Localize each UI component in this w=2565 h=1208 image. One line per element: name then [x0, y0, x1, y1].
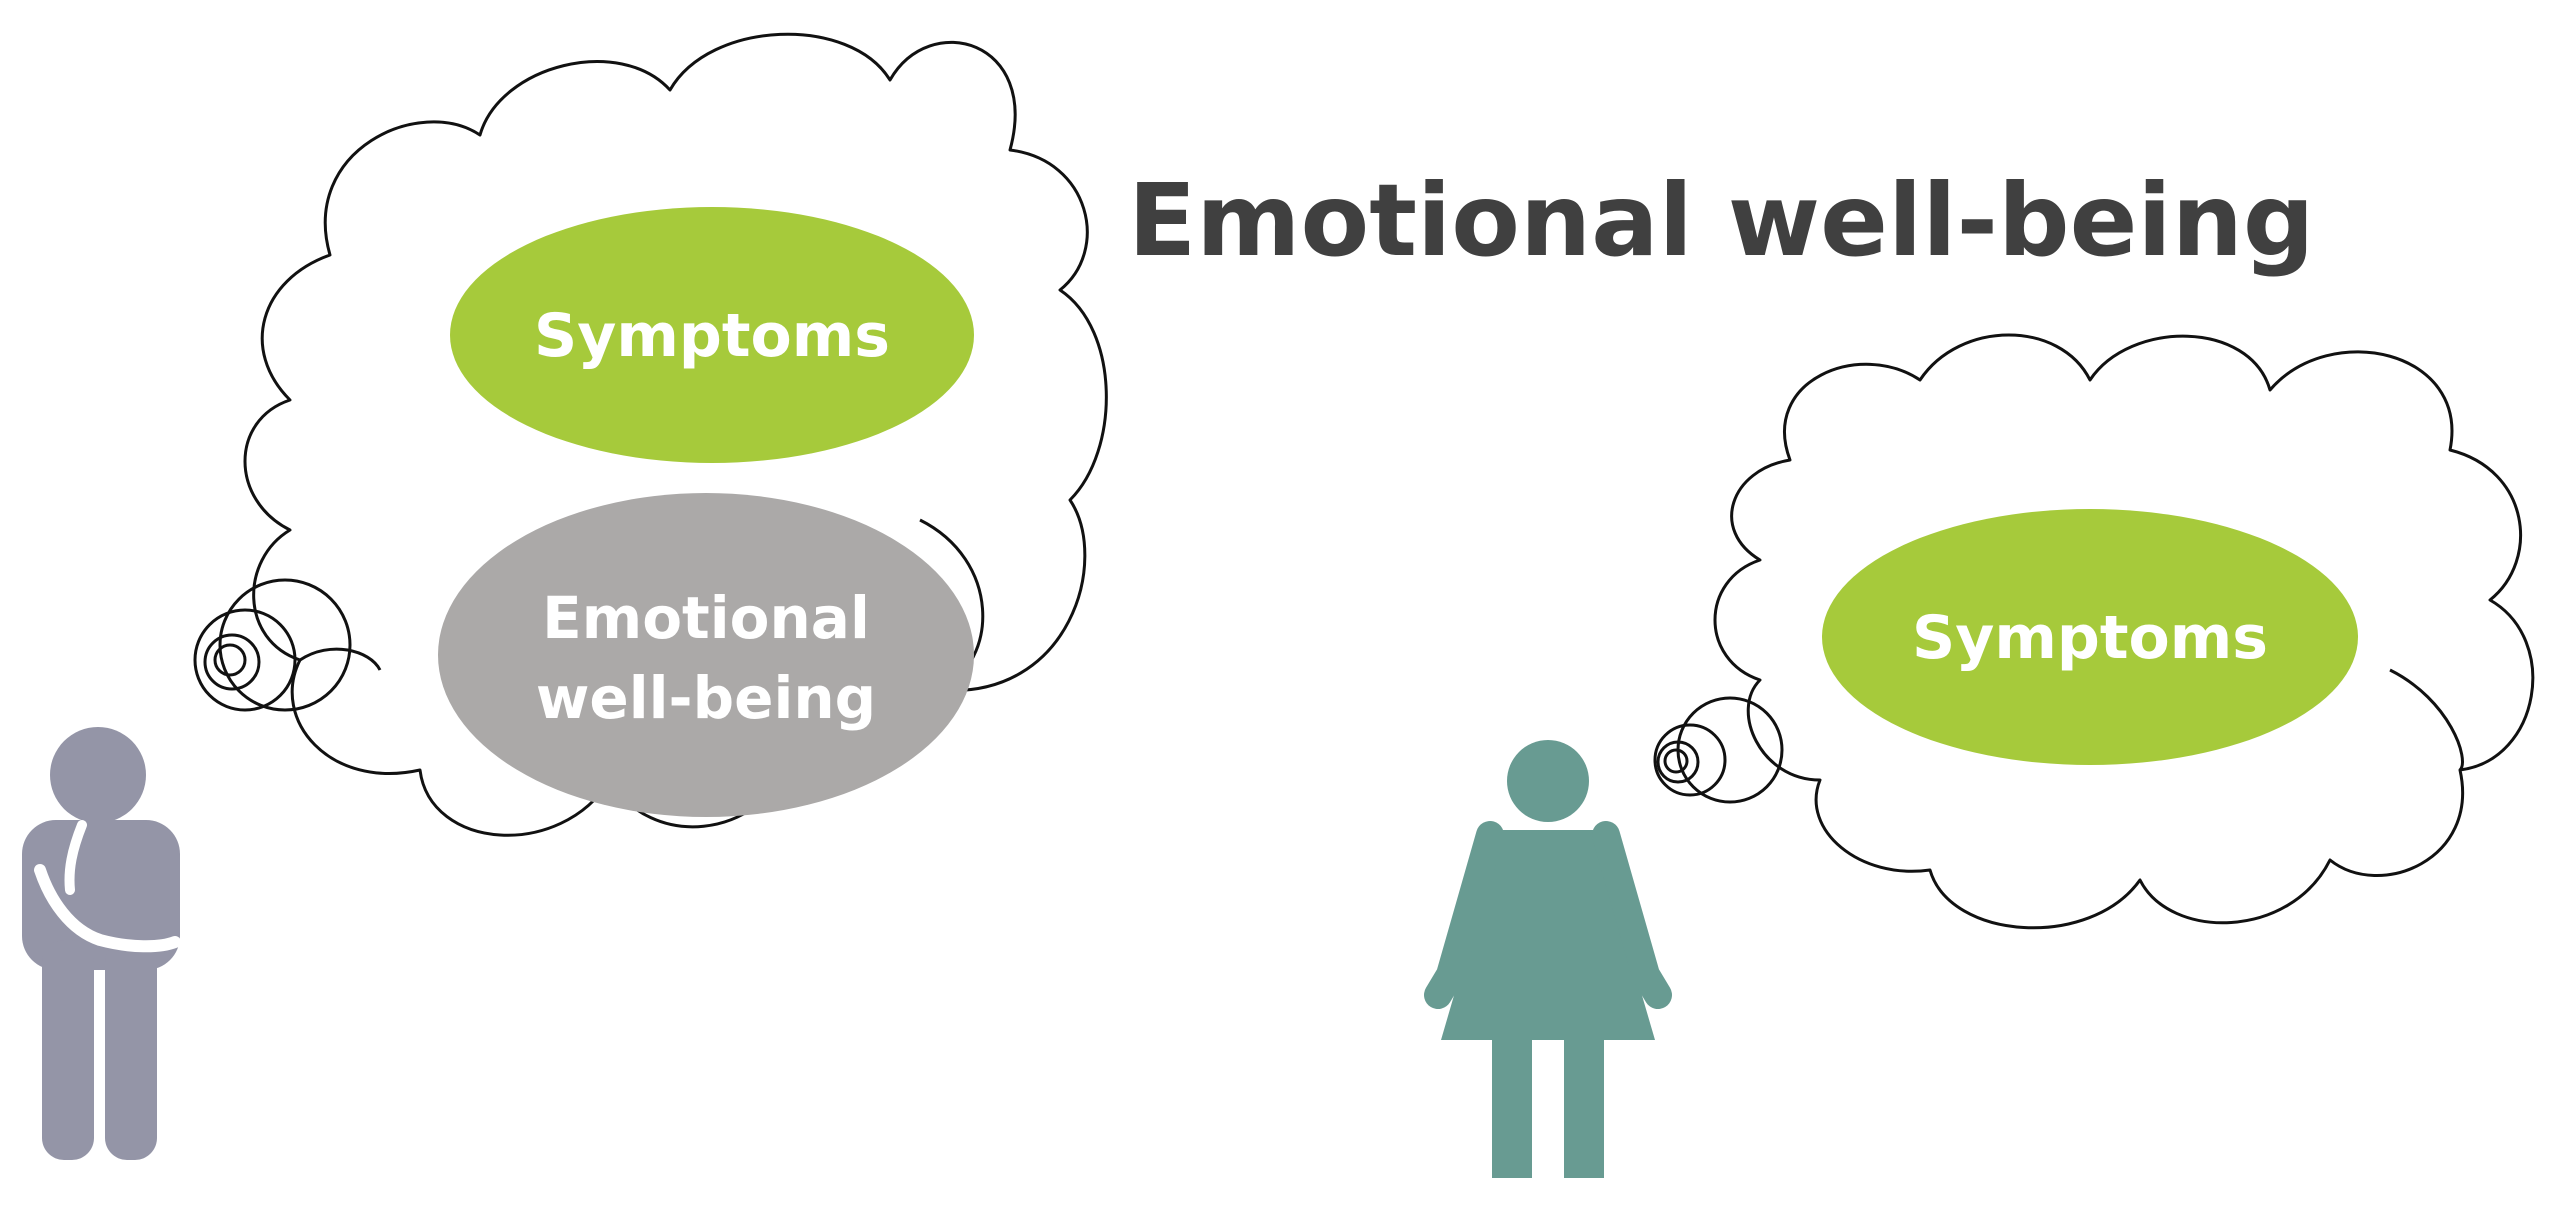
emotional-wellbeing-bubble [438, 493, 974, 817]
symptoms-bubble-right [1822, 509, 2358, 765]
woman-head [1507, 740, 1589, 822]
woman-arm-right [1592, 821, 1672, 1009]
left-thought-cloud: Symptoms Emotional well-being [193, 32, 1108, 837]
right-thought-ring-tiny [1663, 748, 1689, 774]
left-thought-ring-small [203, 633, 261, 691]
left-thought-ring-large [218, 578, 352, 712]
woman-leg-right [1564, 1030, 1604, 1178]
person-hand-crease [64, 820, 87, 895]
left-thought-ring-medium [193, 608, 297, 712]
symptoms-label-right: Symptoms [1912, 603, 2268, 673]
thinking-person-icon [22, 727, 181, 1160]
right-thought-ring-medium [1653, 723, 1727, 797]
person-leg-left [42, 940, 94, 1160]
symptoms-label-left: Symptoms [534, 301, 890, 371]
emotional-wellbeing-label-line2: well-being [536, 664, 876, 732]
right-thought-ring-small [1656, 740, 1700, 784]
diagram-title: Emotional well-being [1128, 162, 2314, 279]
right-thought-cloud: Symptoms [1653, 333, 2535, 930]
left-cloud-inner-arc [299, 647, 382, 671]
person-leg-right [105, 940, 157, 1160]
woman-dress [1441, 830, 1655, 1040]
emotional-wellbeing-label-line1: Emotional [542, 584, 870, 652]
woman-icon [1424, 740, 1672, 1178]
left-thought-ring-tiny [213, 643, 247, 677]
person-torso [22, 820, 180, 970]
woman-arm-left [1424, 821, 1504, 1009]
person-head [50, 727, 146, 823]
symptoms-bubble-left [450, 207, 974, 463]
person-arm-crease [34, 864, 181, 953]
woman-leg-left [1492, 1030, 1532, 1178]
right-cloud-inner-arc [2389, 668, 2464, 772]
